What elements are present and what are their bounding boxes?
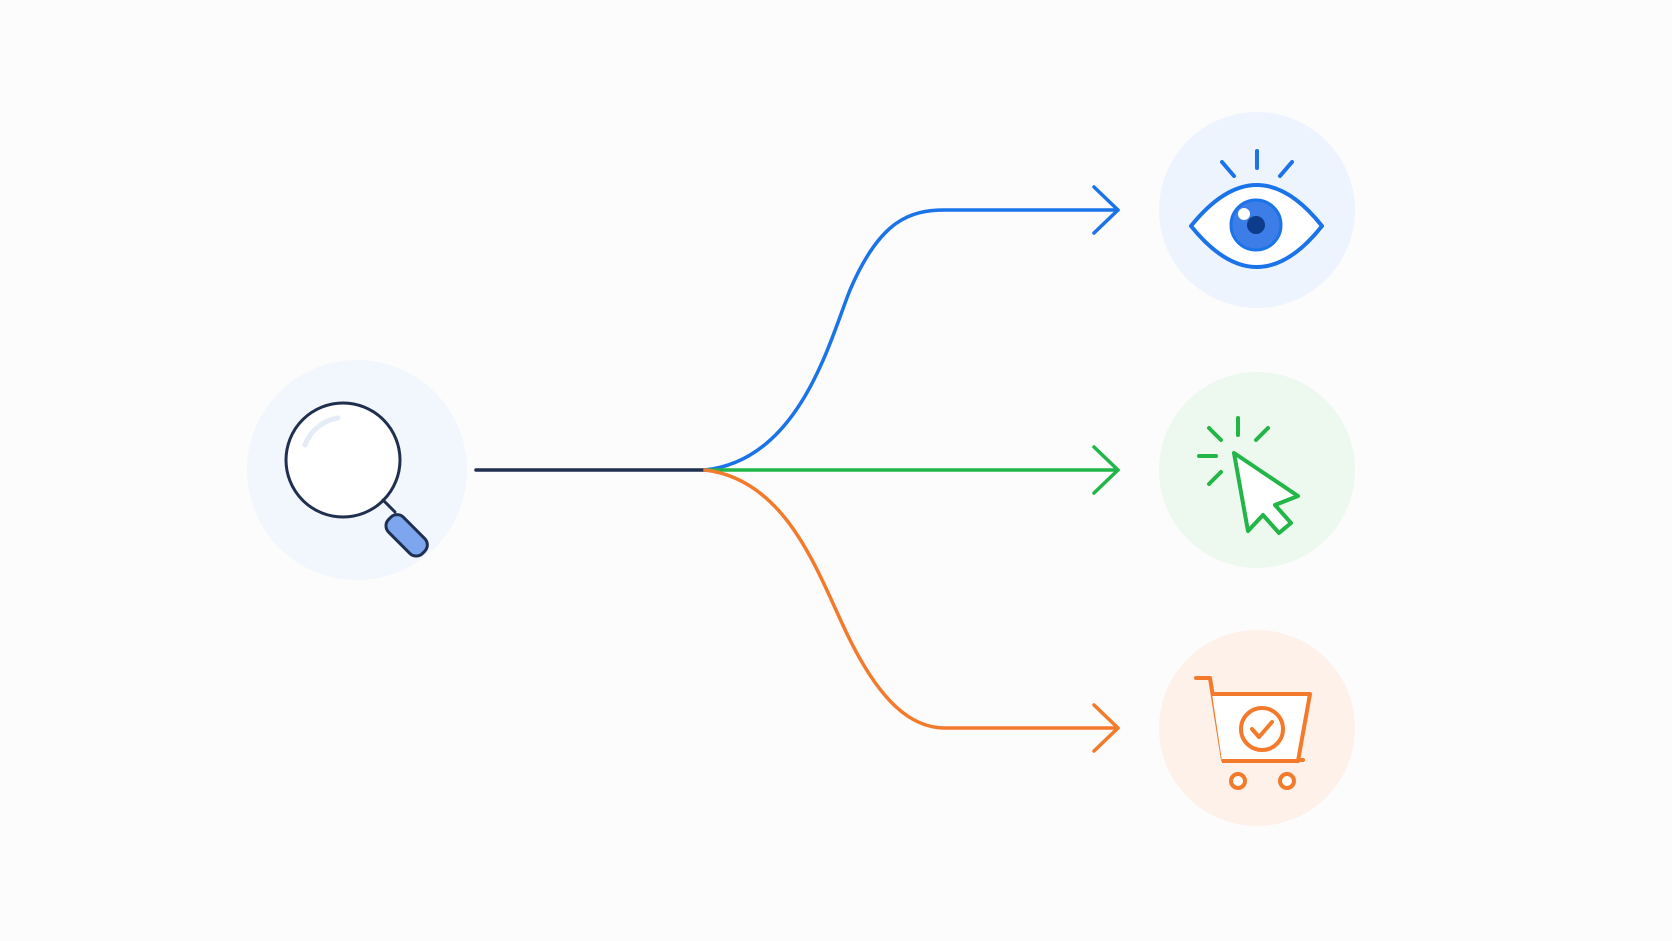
branch-view-arrowhead: [1092, 185, 1120, 235]
shopping-cart-check-icon: [1194, 676, 1312, 790]
branch-purchase-line: [703, 468, 1120, 730]
cursor-click-icon: [1197, 416, 1300, 535]
branch-click: [703, 445, 1120, 495]
branch-purchase-arrowhead: [1092, 703, 1120, 753]
target-node-click: [1159, 372, 1355, 568]
branch-purchase: [703, 468, 1120, 753]
branch-click-arrowhead: [1092, 445, 1120, 495]
target-node-view: [1159, 112, 1355, 308]
source-node: [247, 360, 467, 580]
eye-icon: [1189, 149, 1324, 269]
branch-view: [703, 185, 1120, 472]
target-node-purchase: [1159, 630, 1355, 826]
branch-view-line: [703, 208, 1120, 472]
magnifying-glass-icon: [284, 401, 429, 558]
